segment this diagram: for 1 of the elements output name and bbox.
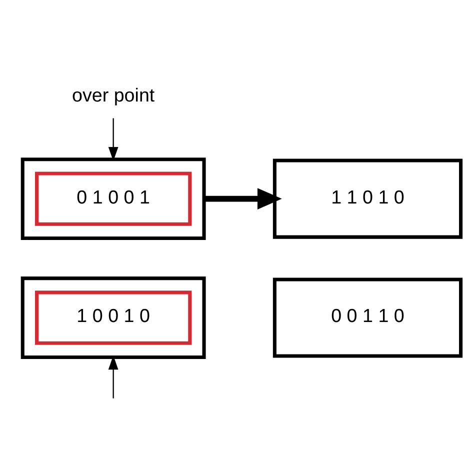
node-text: over point <box>72 84 155 105</box>
